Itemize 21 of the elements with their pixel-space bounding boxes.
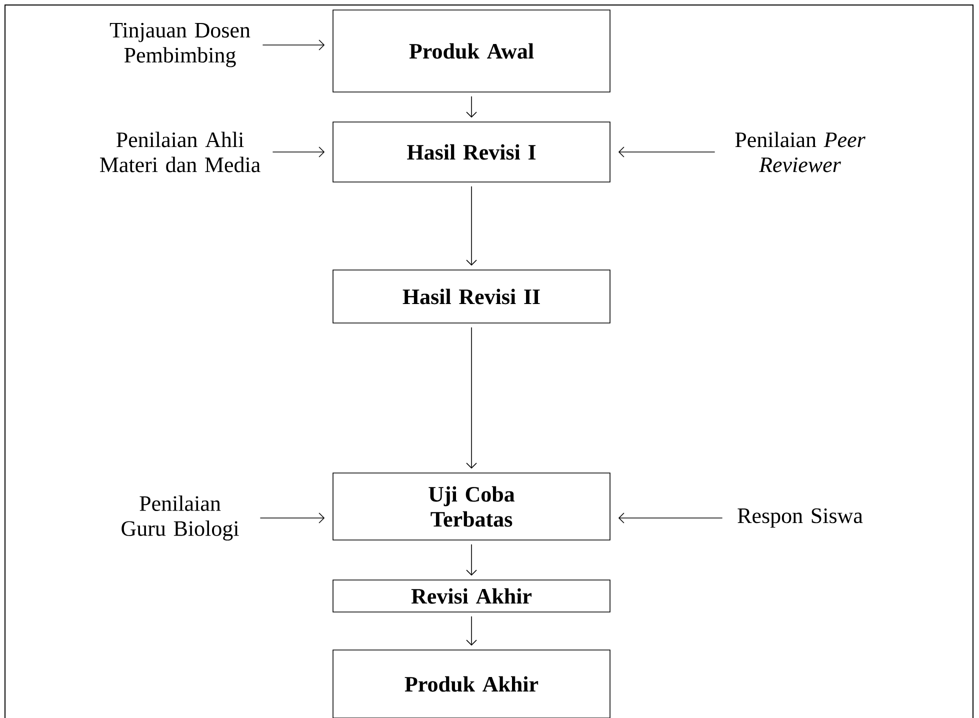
process-box: Uji Coba Terbatas [332, 472, 610, 540]
process-box: Hasil Revisi II [332, 270, 610, 324]
arrow [466, 544, 477, 576]
arrow [262, 40, 325, 50]
arrow [466, 96, 477, 118]
arrow [466, 327, 477, 469]
input-label: Penilaian Ahli Materi dan Media [100, 132, 260, 172]
input-label: Tinjauan Dosen Pembimbing [110, 22, 250, 68]
process-box: Produk Akhir [332, 650, 610, 718]
arrow [466, 186, 477, 266]
arrow [618, 512, 723, 524]
arrow [618, 146, 716, 158]
arrow [272, 146, 325, 158]
process-box: Hasil Revisi I [332, 122, 610, 182]
process-box: Produk Awal [332, 10, 610, 92]
input-label: Respon Siswa [738, 508, 863, 528]
process-box: Revisi Akhir [332, 580, 610, 612]
arrow [466, 616, 477, 646]
input-label: Penilaian Peer Reviewer [735, 132, 866, 172]
arrow [260, 512, 325, 524]
input-label: Penilaian Guru Biologi [122, 496, 239, 541]
